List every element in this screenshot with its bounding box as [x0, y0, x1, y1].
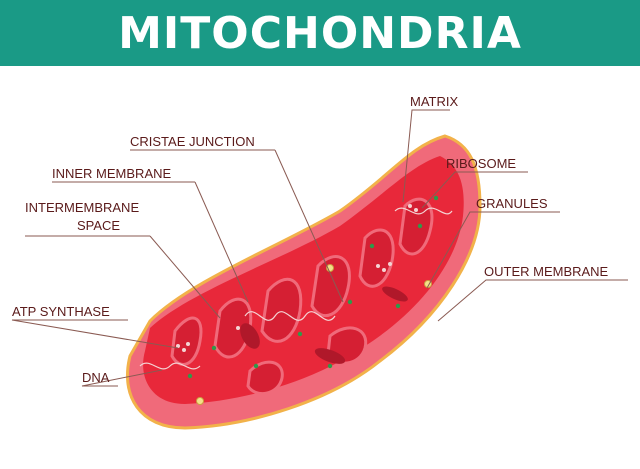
label-matrix: MATRIX	[410, 94, 458, 109]
label-cristae-junction: CRISTAE JUNCTION	[130, 134, 255, 149]
label-outer-membrane: OUTER MEMBRANE	[484, 264, 609, 279]
inner-membrane-shape	[143, 156, 464, 404]
cristae-dark-arrays	[240, 286, 408, 364]
label-inner-membrane: INNER MEMBRANE	[52, 166, 172, 181]
title-banner: MITOCHONDRIA	[0, 0, 640, 66]
label-granules: GRANULES	[476, 196, 548, 211]
label-intermembrane-line1: INTERMEMBRANE	[25, 200, 139, 215]
label-dna: DNA	[82, 370, 110, 385]
leader-lines	[11, 109, 628, 387]
label-ribosome: RIBOSOME	[446, 156, 516, 171]
dna-strands	[139, 207, 453, 370]
label-intermembrane-line2: SPACE	[77, 218, 120, 233]
page-title: MITOCHONDRIA	[118, 7, 522, 59]
mitochondria-diagram: MATRIX RIBOSOME GRANULES OUTER MEMBRANE …	[11, 94, 628, 430]
ribosome-dots	[187, 195, 439, 379]
label-atp-synthase: ATP SYNTHASE	[12, 304, 110, 319]
